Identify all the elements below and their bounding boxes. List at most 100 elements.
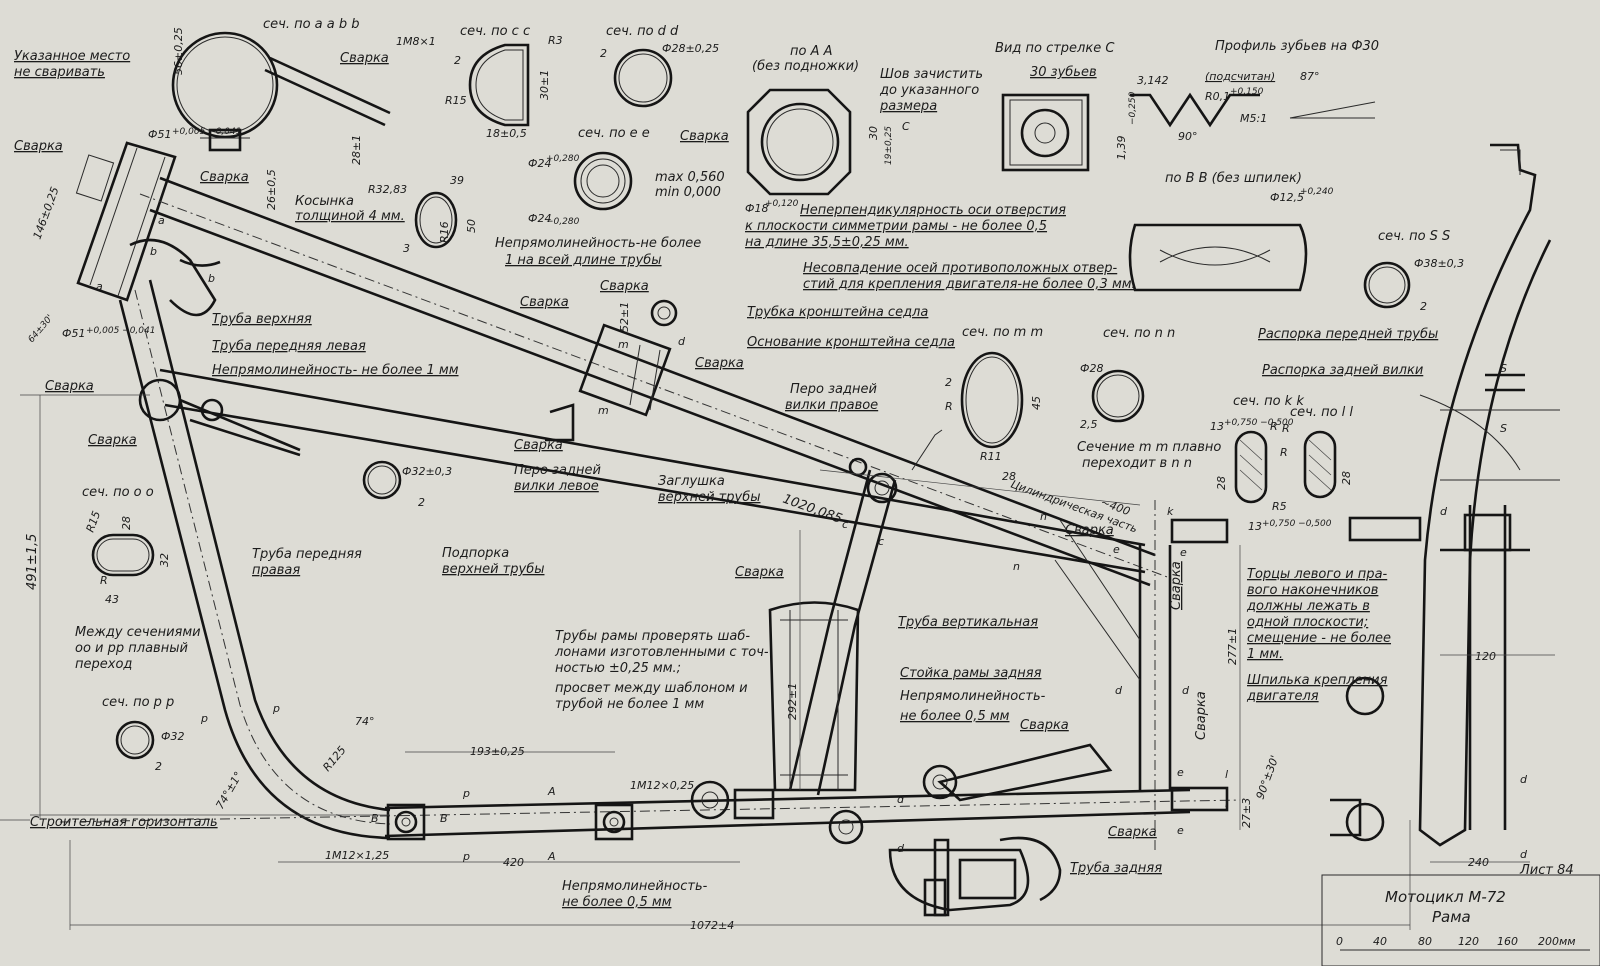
label-dim-51-low: Ф51	[62, 327, 85, 340]
label-dim-87: 87°	[1300, 70, 1320, 83]
marker-c2: c	[878, 535, 884, 548]
label-dim-25: 2,5	[1080, 418, 1098, 431]
section-ll	[1303, 430, 1337, 499]
label-dim-18: 18±0,5	[486, 127, 527, 140]
marker-B2: В	[440, 812, 448, 825]
section-ee	[573, 151, 633, 211]
label-torcy-3: должны лежать в	[1246, 599, 1370, 614]
marker-b2: b	[208, 272, 215, 285]
marker-p4: p	[462, 850, 470, 863]
label-max: max 0,560	[655, 170, 725, 185]
section-nn	[1091, 369, 1145, 423]
label-sech-cc: сеч. по c c	[460, 24, 530, 39]
label-r-kk1: R	[1270, 420, 1278, 433]
section-dd	[613, 48, 673, 108]
marker-a: a	[158, 214, 165, 227]
label-dim-277: 277±1	[1226, 628, 1239, 665]
label-svarka-bot: Сварка	[1108, 825, 1157, 840]
label-svarka-c3: Сварка	[695, 356, 744, 371]
title-text: Мотоцикл М-72	[1385, 888, 1506, 906]
label-nepr-bot-2: не более 0,5 мм	[562, 895, 672, 910]
marker-d8: d	[1520, 848, 1528, 861]
scale-0: 0	[1336, 935, 1343, 948]
label-svarka-low: Сварка	[1020, 718, 1069, 733]
label-dim-74b: 74°±1°	[213, 769, 245, 811]
label-truba-per-lev: Труба передняя левая	[212, 339, 366, 354]
label-two-dd: 2	[600, 47, 607, 60]
label-torcy-6: 1 мм.	[1247, 647, 1283, 662]
label-pero-prav-2: вилки правое	[785, 398, 878, 413]
marker-S2: S	[1500, 422, 1507, 435]
section-kk	[1234, 430, 1268, 504]
label-dim-139: 1,39	[1115, 136, 1128, 161]
label-dim-240: 240	[1468, 856, 1489, 869]
battery-box	[768, 601, 860, 792]
marker-m2: m	[598, 404, 609, 417]
marker-S: S	[1500, 362, 1507, 375]
label-dim-193: 193±0,25	[470, 745, 525, 758]
label-podrezat: (подсчитан)	[1205, 70, 1275, 83]
marker-d6: d	[1440, 505, 1448, 518]
title-block-frame	[1321, 874, 1600, 966]
label-sech-ss: сеч. по S S	[1378, 229, 1450, 244]
label-m12-125: 1М12×1,25	[325, 849, 389, 862]
marker-d: d	[678, 335, 686, 348]
label-sech-aabb: сеч. по a a b b	[263, 17, 360, 32]
label-nepr-05-1: Непрямолинейность-	[900, 689, 1046, 704]
label-svarka-left3: Сварка	[88, 433, 137, 448]
label-svarka-c2: Сварка	[600, 279, 649, 294]
label-dim-146: 146±0,25	[31, 185, 62, 241]
label-truba-vert: Труба вертикальная	[898, 615, 1038, 630]
marker-d7: d	[1520, 773, 1528, 786]
label-m12-025: 1М12×0,25	[630, 779, 694, 792]
label-trubka-kron: Трубка кронштейна седла	[747, 305, 928, 320]
label-dim-50: 50	[465, 219, 478, 233]
label-truba-per-prav-1: Труба передняя	[252, 547, 362, 562]
label-osnov-kron: Основание кронштейна седла	[747, 335, 955, 350]
label-truba-zad: Труба задняя	[1070, 861, 1162, 876]
marker-a2: a	[96, 280, 103, 293]
label-nepr-05-2: не более 0,5 мм	[900, 709, 1010, 724]
label-podporka-1: Подпорка	[442, 546, 509, 561]
label-ukaz-2: не сваривать	[14, 65, 105, 80]
marker-m: m	[618, 338, 629, 351]
marker-B: В	[371, 812, 379, 825]
label-pero-lev-2: вилки левое	[514, 479, 599, 494]
label-truby-1: Трубы рамы проверять шаб-	[555, 629, 750, 644]
label-r01: R0,1	[1205, 90, 1230, 103]
scale-160: 160	[1497, 935, 1518, 948]
label-dim-28-kk: 28	[1215, 476, 1228, 490]
label-sech-ee: сеч. по e e	[578, 126, 650, 141]
label-dim-13-kk: 13	[1210, 420, 1224, 433]
fork-stay	[159, 368, 1146, 574]
label-vid-c: Вид по стрелке С	[995, 41, 1115, 56]
label-d28: Ф28±0,25	[662, 42, 719, 55]
label-dim-39: 39	[450, 174, 464, 187]
label-r11: R11	[980, 450, 1002, 463]
label-nesovp-1: Несовпадение осей противоположных отвер-	[803, 261, 1118, 276]
title-block: Мотоцикл М-72 Рама 0 40 80 120 160 200мм	[1336, 888, 1576, 948]
label-shpilka-1: Шпилька крепления	[1247, 673, 1388, 688]
view-c	[1001, 93, 1090, 172]
lower-tube	[59, 788, 1241, 838]
label-shpilka-2: двигателя	[1246, 689, 1319, 704]
label-d24-bot: Ф24	[528, 212, 551, 225]
marker-p2: p	[272, 702, 280, 715]
label-dim-120: 120	[1475, 650, 1496, 663]
dimension-lines	[0, 394, 1555, 930]
label-sech-mm: сеч. по m m	[962, 325, 1043, 340]
tooth-profile	[1130, 92, 1376, 128]
label-mezhdu-3: переход	[75, 657, 132, 672]
marker-p: p	[200, 712, 208, 725]
marker-d3: d	[1182, 684, 1190, 697]
label-dim-90: 90°	[1178, 130, 1198, 143]
label-d24-top-tol: +0,280	[546, 154, 580, 164]
label-d32-pp: Ф32	[161, 730, 184, 743]
label-dim-1020: 1020,085	[781, 492, 844, 527]
subtitle-text: Рама	[1432, 908, 1471, 926]
label-shov-2: до указанного	[879, 83, 979, 98]
rear-view	[1330, 143, 1560, 847]
label-dim-1072: 1072±4	[690, 919, 734, 932]
label-kosynka-2: толщиной 4 мм.	[295, 209, 405, 224]
label-dim-420: 420	[503, 856, 524, 869]
